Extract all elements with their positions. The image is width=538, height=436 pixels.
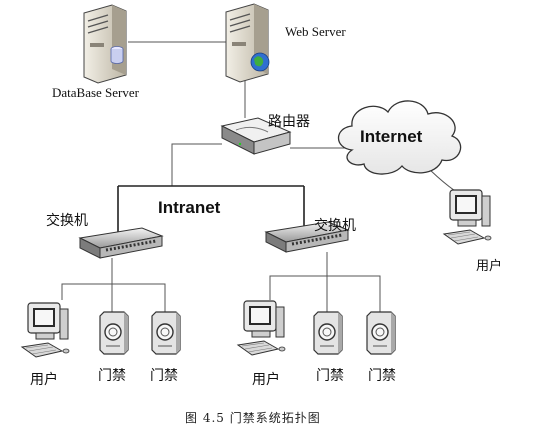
- left-door-2-label: 门禁: [150, 368, 178, 384]
- right-door-1: [313, 311, 343, 355]
- switch-left: [78, 226, 164, 260]
- right-door-2-label: 门禁: [368, 368, 396, 384]
- intranet-label: Intranet: [158, 198, 221, 217]
- left-door-1-label: 门禁: [98, 368, 126, 384]
- web-server: [225, 3, 270, 83]
- internet-label: Internet: [360, 127, 423, 146]
- left-user-label: 用户: [30, 371, 58, 388]
- router-label: 路由器: [268, 114, 310, 130]
- web-server-label: Web Server: [285, 24, 346, 39]
- right-user-label: 用户: [252, 371, 280, 388]
- remote-user-pc: [443, 189, 492, 245]
- link-left-branch: [61, 283, 166, 312]
- connection-lines: [61, 41, 471, 312]
- figure-caption: 图 4.5 门禁系统拓扑图: [185, 410, 321, 425]
- internet-cloud: [337, 100, 462, 175]
- right-user-pc: [237, 300, 286, 356]
- remote-user-label: 用户: [476, 258, 502, 273]
- right-door-1-label: 门禁: [316, 368, 344, 384]
- left-door-2: [151, 311, 181, 355]
- database-server-label: DataBase Server: [52, 85, 140, 100]
- router: [220, 117, 292, 155]
- switch-right-label: 交换机: [314, 217, 356, 234]
- right-door-2: [366, 311, 396, 355]
- link-right-branch: [269, 275, 381, 312]
- left-door-1: [99, 311, 129, 355]
- left-user-pc: [21, 302, 70, 358]
- link-router-intranet: [171, 143, 222, 186]
- switch-left-label: 交换机: [46, 212, 88, 229]
- globe-icon: [250, 52, 270, 72]
- database-server: [83, 4, 127, 84]
